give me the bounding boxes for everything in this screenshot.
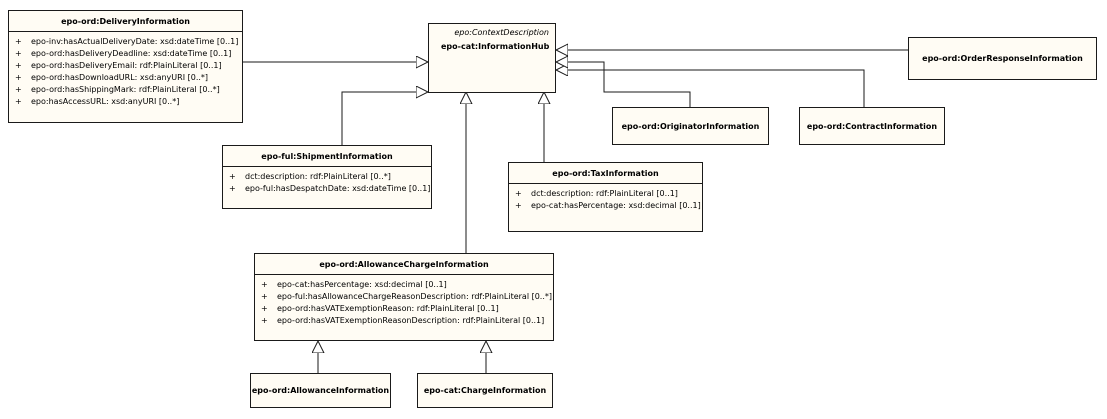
class-name: epo-ord:OriginatorInformation — [621, 121, 760, 131]
attribute: +epo-ful:hasAllowanceChargeReasonDescrip… — [261, 292, 552, 301]
attribute: +epo-ord:hasDeliveryDeadline: xsd:dateTi… — [15, 49, 232, 58]
attribute: +dct:description: rdf:PlainLiteral [0..*… — [229, 172, 391, 181]
class-tax-information[interactable]: epo-ord:TaxInformation +dct:description:… — [508, 162, 703, 232]
class-allowance-information[interactable]: epo-ord:AllowanceInformation — [250, 373, 391, 408]
attribute: +epo-ord:hasShippingMark: rdf:PlainLiter… — [15, 85, 220, 94]
class-name: epo-cat:InformationHub — [441, 42, 550, 51]
stereotype-label: epo:ContextDescription — [454, 28, 549, 37]
class-shipment-information[interactable]: epo-ful:ShipmentInformation +dct:descrip… — [222, 145, 432, 209]
class-contract-information[interactable]: epo-ord:ContractInformation — [799, 107, 945, 145]
edge-contract-to-hub — [556, 70, 865, 107]
edge-originator-to-hub — [556, 62, 691, 107]
class-originator-information[interactable]: epo-ord:OriginatorInformation — [612, 107, 769, 145]
attribute-list: +epo-cat:hasPercentage: xsd:decimal [0..… — [255, 274, 553, 330]
attribute: +epo-inv:hasActualDeliveryDate: xsd:date… — [15, 37, 239, 46]
class-order-response-information[interactable]: epo-ord:OrderResponseInformation — [908, 37, 1097, 80]
attribute: +epo-ord:hasDeliveryEmail: rdf:PlainLite… — [15, 61, 222, 70]
attribute: +epo-ord:hasDownloadURL: xsd:anyURI [0..… — [15, 73, 209, 82]
class-information-hub[interactable]: epo:ContextDescription epo-cat:Informati… — [428, 23, 556, 93]
class-name: epo-ful:ShipmentInformation — [261, 152, 393, 161]
attribute-list: +dct:description: rdf:PlainLiteral [0..1… — [509, 183, 702, 215]
class-delivery-information[interactable]: epo-ord:DeliveryInformation +epo-inv:has… — [8, 10, 243, 123]
attribute: +dct:description: rdf:PlainLiteral [0..1… — [515, 189, 678, 198]
class-allowance-charge-information[interactable]: epo-ord:AllowanceChargeInformation +epo-… — [254, 253, 554, 341]
class-name: epo-cat:ChargeInformation — [423, 386, 547, 395]
attribute: +epo-cat:hasPercentage: xsd:decimal [0..… — [261, 280, 447, 289]
class-name: epo-ord:AllowanceInformation — [251, 386, 390, 395]
attribute: +epo-ful:hasDespatchDate: xsd:dateTime [… — [229, 184, 431, 193]
class-name: epo-ord:TaxInformation — [552, 169, 659, 178]
attribute-list: +dct:description: rdf:PlainLiteral [0..*… — [223, 166, 431, 198]
class-name: epo-ord:ContractInformation — [806, 121, 938, 131]
attribute-list: +epo-inv:hasActualDeliveryDate: xsd:date… — [9, 31, 242, 111]
class-charge-information[interactable]: epo-cat:ChargeInformation — [417, 373, 553, 408]
edge-shipment-to-hub — [341, 92, 428, 145]
attribute: +epo-ord:hasVATExemptionReasonDescriptio… — [261, 316, 545, 325]
class-name: epo-ord:OrderResponseInformation — [922, 54, 1083, 63]
class-name: epo-ord:AllowanceChargeInformation — [319, 260, 489, 269]
attribute: +epo-ord:hasVATExemptionReason: rdf:Plai… — [261, 304, 499, 313]
attribute: +epo-cat:hasPercentage: xsd:decimal [0..… — [515, 201, 701, 210]
attribute: +epo:hasAccessURL: xsd:anyURI [0..*] — [15, 97, 180, 106]
class-name: epo-ord:DeliveryInformation — [61, 17, 190, 26]
